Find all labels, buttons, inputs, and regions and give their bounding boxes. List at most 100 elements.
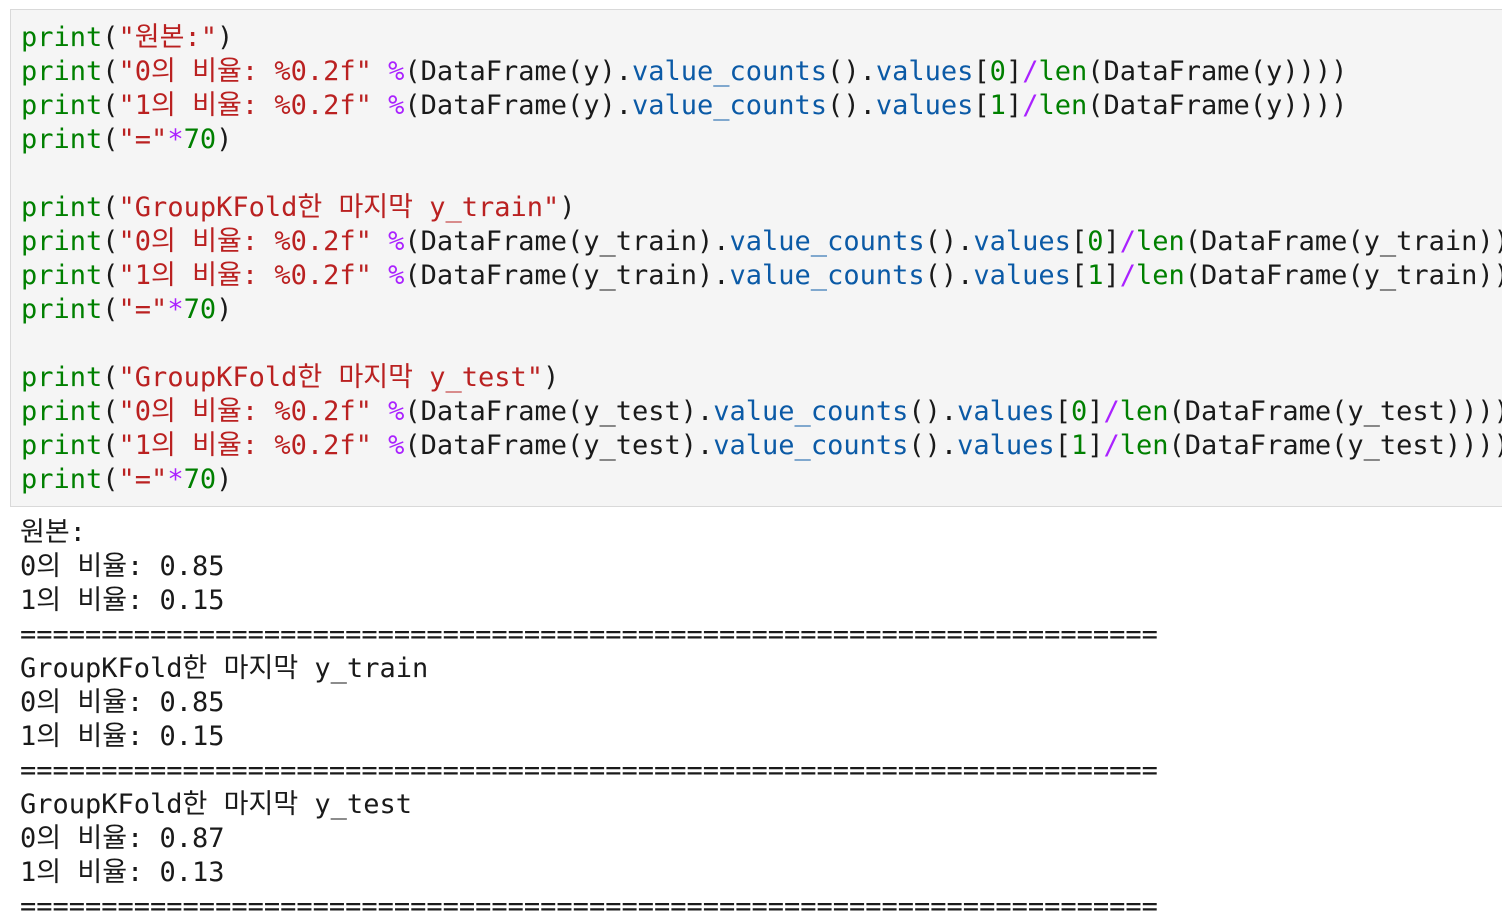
code-token: ( <box>102 396 119 427</box>
code-token: * <box>167 294 184 325</box>
code-token: (DataFrame(y)))) <box>1087 90 1348 121</box>
code-token: ( <box>102 124 119 155</box>
code-token: ] <box>1005 56 1023 87</box>
code-token: (DataFrame(y_test)))) <box>1168 430 1502 461</box>
code-token: ) <box>216 124 233 155</box>
code-token: "원본:" <box>118 22 217 53</box>
code-token: (DataFrame(y)))) <box>1087 56 1348 87</box>
code-line <box>21 157 1502 191</box>
code-line: print("GroupKFold한 마지막 y_train") <box>21 191 1502 225</box>
output-line: 원본: <box>20 517 86 548</box>
code-token: ( <box>102 226 119 257</box>
code-token: [ <box>1054 396 1071 427</box>
code-token: print <box>21 226 103 257</box>
code-token: "1의 비율: %0.2f" <box>118 260 372 291</box>
code-token: ( <box>102 90 119 121</box>
code-token: ( <box>102 430 119 461</box>
code-token: values <box>973 226 1071 257</box>
code-token: / <box>1119 226 1136 257</box>
code-token: print <box>21 430 103 461</box>
code-token: values <box>875 90 974 121</box>
code-token: value_counts <box>632 90 828 121</box>
code-token: (DataFrame(y_test). <box>404 396 714 427</box>
code-token: (DataFrame(y_test). <box>404 430 714 461</box>
code-token: len <box>1038 56 1088 87</box>
code-token: 1 <box>1070 430 1088 461</box>
output-line: ========================================… <box>20 755 1158 786</box>
code-token: values <box>875 56 974 87</box>
code-token: (). <box>827 90 876 121</box>
code-token: ( <box>102 192 119 223</box>
code-token: ] <box>1103 260 1120 291</box>
code-token: * <box>167 464 184 495</box>
code-token: value_counts <box>713 396 909 427</box>
code-token: "=" <box>118 464 168 495</box>
code-token: [ <box>973 90 990 121</box>
code-token: 0 <box>1070 396 1088 427</box>
code-token: ] <box>1087 396 1104 427</box>
code-token: 70 <box>183 124 217 155</box>
code-token: print <box>21 464 103 495</box>
code-token: print <box>21 56 103 87</box>
code-token: (). <box>924 260 974 291</box>
code-token: len <box>1038 90 1088 121</box>
code-token: ] <box>1087 430 1104 461</box>
code-token: / <box>1022 56 1039 87</box>
code-token: "=" <box>118 124 168 155</box>
code-line: print("1의 비율: %0.2f" %(DataFrame(y_test)… <box>21 429 1502 463</box>
code-token: value_counts <box>632 56 828 87</box>
code-token: / <box>1103 430 1120 461</box>
code-token: 1 <box>989 90 1006 121</box>
code-line: print("0의 비율: %0.2f" %(DataFrame(y).valu… <box>21 55 1502 89</box>
code-token: % <box>388 430 405 461</box>
code-token: [ <box>1070 260 1088 291</box>
code-line <box>21 327 1502 361</box>
code-token: (). <box>908 396 958 427</box>
code-token: % <box>388 260 405 291</box>
code-token: ( <box>102 294 119 325</box>
code-token: "1의 비율: %0.2f" <box>118 90 372 121</box>
code-token: (). <box>908 430 958 461</box>
code-token: print <box>21 192 103 223</box>
output-line: 0의 비율: 0.87 <box>20 823 225 854</box>
code-token: ) <box>216 294 233 325</box>
code-token: "0의 비율: %0.2f" <box>118 396 372 427</box>
code-token: [ <box>1054 430 1071 461</box>
code-token: print <box>21 90 103 121</box>
code-token: 70 <box>183 294 217 325</box>
code-line: print("GroupKFold한 마지막 y_test") <box>21 361 1502 395</box>
code-cell-input[interactable]: print("원본:")print("0의 비율: %0.2f" %(DataF… <box>10 9 1502 507</box>
code-line: print("="*70) <box>21 123 1502 157</box>
code-token <box>372 90 388 121</box>
code-token: % <box>388 90 405 121</box>
code-token: (DataFrame(y_train). <box>404 260 730 291</box>
code-token: (DataFrame(y). <box>404 90 632 121</box>
code-token: ) <box>543 362 560 393</box>
code-token: value_counts <box>729 226 925 257</box>
code-token: "0의 비율: %0.2f" <box>118 226 372 257</box>
code-token: (). <box>924 226 974 257</box>
code-token: ) <box>559 192 576 223</box>
code-token <box>372 226 388 257</box>
output-line: ========================================… <box>20 891 1158 922</box>
code-token: values <box>973 260 1071 291</box>
code-token: print <box>21 260 103 291</box>
code-token: (DataFrame(y_train)))) <box>1184 260 1502 291</box>
code-token: ( <box>102 260 119 291</box>
code-token: ] <box>1103 226 1120 257</box>
output-line: GroupKFold한 마지막 y_train <box>20 653 429 684</box>
code-line: print("="*70) <box>21 463 1502 497</box>
code-token: ( <box>102 22 119 53</box>
code-line: print("="*70) <box>21 293 1502 327</box>
code-token: 70 <box>183 464 217 495</box>
code-token: 0 <box>1087 226 1104 257</box>
code-token: % <box>388 56 405 87</box>
code-token: 1 <box>1087 260 1104 291</box>
code-token: len <box>1119 396 1169 427</box>
code-token: "GroupKFold한 마지막 y_train" <box>118 192 560 223</box>
code-token: value_counts <box>729 260 925 291</box>
code-token: len <box>1136 260 1185 291</box>
code-token: print <box>21 22 103 53</box>
code-token: ) <box>216 464 233 495</box>
